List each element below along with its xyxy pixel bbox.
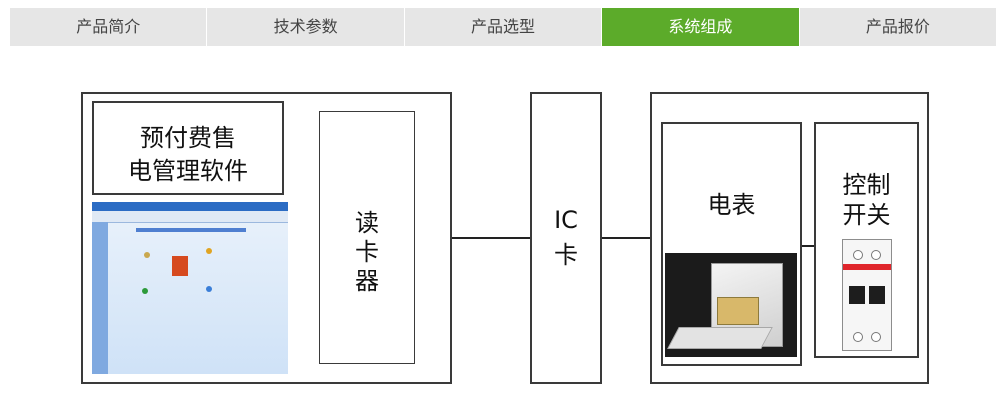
screenshot-titlebar	[92, 202, 288, 211]
screenshot-icon-3	[142, 288, 148, 294]
connector-reader-card	[452, 237, 530, 239]
breaker-toggle-right	[869, 286, 885, 304]
tab-tech-params[interactable]: 技术参数	[207, 8, 405, 46]
reader-char-3: 器	[355, 267, 379, 295]
tab-bar: 产品简介 技术参数 产品选型 系统组成 产品报价	[10, 8, 996, 46]
screenshot-icon-2	[206, 248, 212, 254]
screenshot-toolbar	[92, 211, 288, 223]
tab-product-quote[interactable]: 产品报价	[799, 8, 996, 46]
meter-label: 电表	[707, 191, 756, 219]
breaker-screw-bottom-right	[871, 332, 881, 342]
software-title-line1: 预付费售	[140, 124, 236, 152]
connector-card-meter	[602, 237, 650, 239]
tab-system-composition[interactable]: 系统组成	[602, 8, 800, 46]
card-reader-box	[319, 111, 415, 364]
screenshot-icon-4	[206, 286, 212, 292]
ic-card-label-line1: IC	[554, 206, 578, 234]
breaker-screw-top-right	[871, 250, 881, 260]
meter-photo-window	[717, 297, 759, 325]
tab-product-selection[interactable]: 产品选型	[404, 8, 603, 46]
screenshot-heading	[136, 228, 246, 232]
breaker-screw-top-left	[853, 250, 863, 260]
ic-card-box	[530, 92, 602, 384]
breaker-image	[842, 239, 892, 351]
breaker-toggle-left	[849, 286, 865, 304]
reader-char-2: 卡	[355, 238, 379, 266]
screenshot-sidebar	[92, 222, 108, 374]
screenshot-icon-1	[144, 252, 150, 258]
software-title-box	[92, 101, 284, 195]
software-title-line2: 电管理软件	[128, 157, 248, 185]
breaker-red-indicator	[843, 264, 891, 270]
reader-char-1: 读	[355, 209, 379, 237]
screenshot-center-tile	[172, 256, 188, 276]
software-screenshot	[92, 202, 288, 374]
switch-label-line2: 开关	[842, 201, 891, 229]
ic-card-label-line2: 卡	[554, 241, 578, 269]
meter-photo-tray	[667, 327, 773, 349]
tab-product-intro[interactable]: 产品简介	[10, 8, 208, 46]
connector-meter-switch	[802, 245, 814, 247]
switch-label-line1: 控制	[842, 171, 891, 199]
meter-photo	[665, 253, 797, 357]
breaker-screw-bottom-left	[853, 332, 863, 342]
